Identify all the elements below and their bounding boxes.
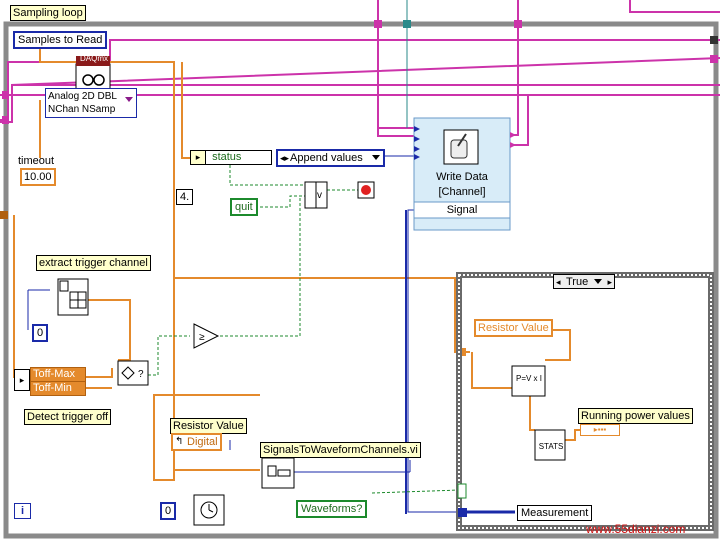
samples-to-read-control[interactable]: Samples to Read xyxy=(13,31,108,49)
write-data-icon xyxy=(450,139,468,159)
write-data-line2: [Channel] xyxy=(438,186,486,198)
svg-text:v: v xyxy=(317,190,322,201)
append-values-label: Append values xyxy=(290,152,363,164)
loop-label: Sampling loop xyxy=(10,5,86,21)
index-array-node xyxy=(57,278,89,316)
while-loop-border xyxy=(3,21,719,539)
resistor-digital-label: Digital xyxy=(187,436,218,448)
stats-label: STATS xyxy=(538,442,564,451)
measurement-terminal[interactable]: Measurement xyxy=(517,505,593,521)
numeric-indicator-icon: ▸▪▪▪ xyxy=(593,425,607,434)
increment-arrow-icon: ▸ xyxy=(607,277,612,287)
toff-max-label: Toff-Max xyxy=(30,367,86,382)
green-wires xyxy=(148,160,461,494)
index-constant: 4. xyxy=(176,189,194,205)
read-mode-line2: NChan NSamp xyxy=(48,104,116,115)
toff-cluster: Toff-Max Toff-Min ▸ xyxy=(14,367,86,396)
resistor-digital-terminal[interactable]: ↰ Digital xyxy=(171,433,222,451)
compare-node xyxy=(193,323,220,349)
read-mode-selector[interactable]: Analog 2D DBL NChan NSamp xyxy=(45,88,137,118)
resistor-value-label: Resistor Value xyxy=(170,418,247,434)
formula-node xyxy=(511,365,546,397)
toff-min-label: Toff-Min xyxy=(30,381,86,396)
write-data-signal: Signal xyxy=(446,204,478,216)
chevron-down-icon xyxy=(125,97,133,102)
running-power-indicator: ▸▪▪▪ xyxy=(580,424,620,436)
timeout-control[interactable]: 10.00 xyxy=(20,168,56,186)
unbundle-arrow-icon: ▸ xyxy=(14,369,30,391)
detect-trigger-label: Detect trigger off xyxy=(24,409,112,425)
decrement-arrow-icon: ◂ xyxy=(556,277,561,287)
watermark: www.55dianzi.com xyxy=(586,522,686,536)
case-selector-label: True xyxy=(566,276,589,288)
in-range-node xyxy=(117,360,149,386)
formula-label: P=V x I xyxy=(515,374,542,383)
ref-icon: ↰ xyxy=(175,436,184,447)
case-resistor-value[interactable]: Resistor Value xyxy=(474,319,553,337)
chevron-down-icon xyxy=(371,155,380,160)
svg-text:?: ? xyxy=(138,369,144,380)
zero-constant-index[interactable]: 0 xyxy=(32,324,49,342)
svg-text:≥: ≥ xyxy=(199,332,205,343)
quit-terminal[interactable]: quit xyxy=(230,198,258,216)
write-data-line1: Write Data xyxy=(436,171,488,183)
case-structure-border xyxy=(456,272,714,531)
daqmx-read-node xyxy=(75,63,111,91)
chevron-down-icon xyxy=(594,279,602,284)
status-unbundle: ▸ status xyxy=(190,150,272,165)
iteration-terminal: i xyxy=(14,503,31,519)
blue-wires xyxy=(27,155,460,513)
daqmx-badge: DAQmx xyxy=(80,54,108,63)
extract-trigger-label: extract trigger channel xyxy=(36,255,151,271)
case-selector[interactable]: ◂ True ▸ xyxy=(553,274,615,289)
unbundle-icon: ▸ xyxy=(191,151,206,164)
waveforms-terminal[interactable]: Waveforms? xyxy=(296,500,368,518)
append-values-selector[interactable]: ◂▸ Append values xyxy=(276,149,385,167)
timeout-label: timeout xyxy=(18,155,55,167)
stats-node xyxy=(534,429,566,461)
write-data-title: Write Data [Channel] xyxy=(415,170,509,200)
enum-arrows-icon: ◂▸ xyxy=(280,153,290,163)
read-mode-line1: Analog 2D DBL xyxy=(48,91,117,102)
signals-vi-label: SignalsToWaveformChannels.vi xyxy=(260,442,421,458)
running-power-label: Running power values xyxy=(578,408,693,424)
zero-constant-wait[interactable]: 0 xyxy=(160,502,177,520)
status-label: status xyxy=(212,151,242,163)
